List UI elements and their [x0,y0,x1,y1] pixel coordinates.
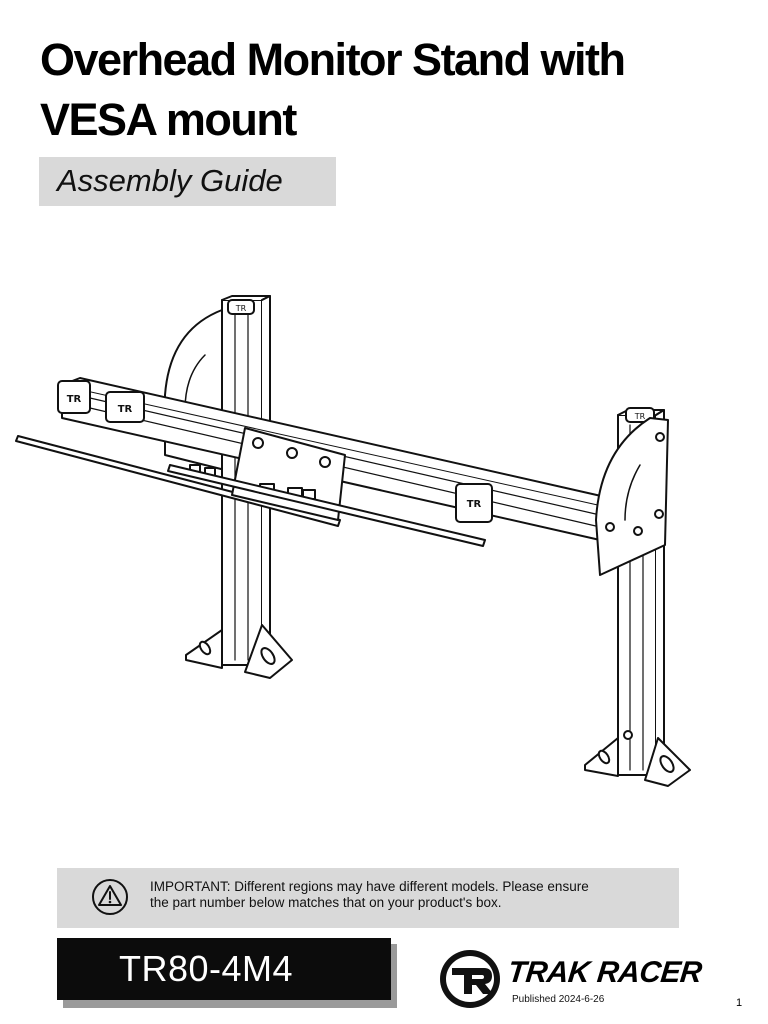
svg-text:TR: TR [235,304,247,313]
important-notice: IMPORTANT: Different regions may have di… [57,868,679,928]
svg-text:TR: TR [634,412,646,421]
svg-text:TR: TR [467,499,482,510]
page-number: 1 [736,997,743,1009]
svg-text:TR: TR [118,404,133,415]
trak-racer-logo [440,950,500,1008]
notice-line-2: the part number below matches that on yo… [150,895,502,910]
left-feet [185,624,293,679]
right-side-bracket [595,417,669,576]
part-number-box: TR80-4M4 [57,938,391,1000]
brand-name: TRAK RACER [506,956,704,989]
svg-text:TR: TR [67,394,82,405]
warning-icon [92,879,128,915]
document-title: Overhead Monitor Stand with VESA mount [40,34,626,145]
part-number: TR80-4M4 [119,948,294,989]
product-illustration: TR TR TR TR [15,295,691,787]
right-monitor-plate [167,464,486,547]
notice-line-1: IMPORTANT: Different regions may have di… [150,879,589,894]
subtitle: Assembly Guide [57,163,283,198]
subtitle-banner: Assembly Guide [39,157,336,206]
notice-text: IMPORTANT: Different regions may have di… [150,879,670,911]
published-date: Published 2024-6-26 [512,994,605,1005]
right-feet [584,737,691,787]
vesa-mount-plate [189,427,346,521]
